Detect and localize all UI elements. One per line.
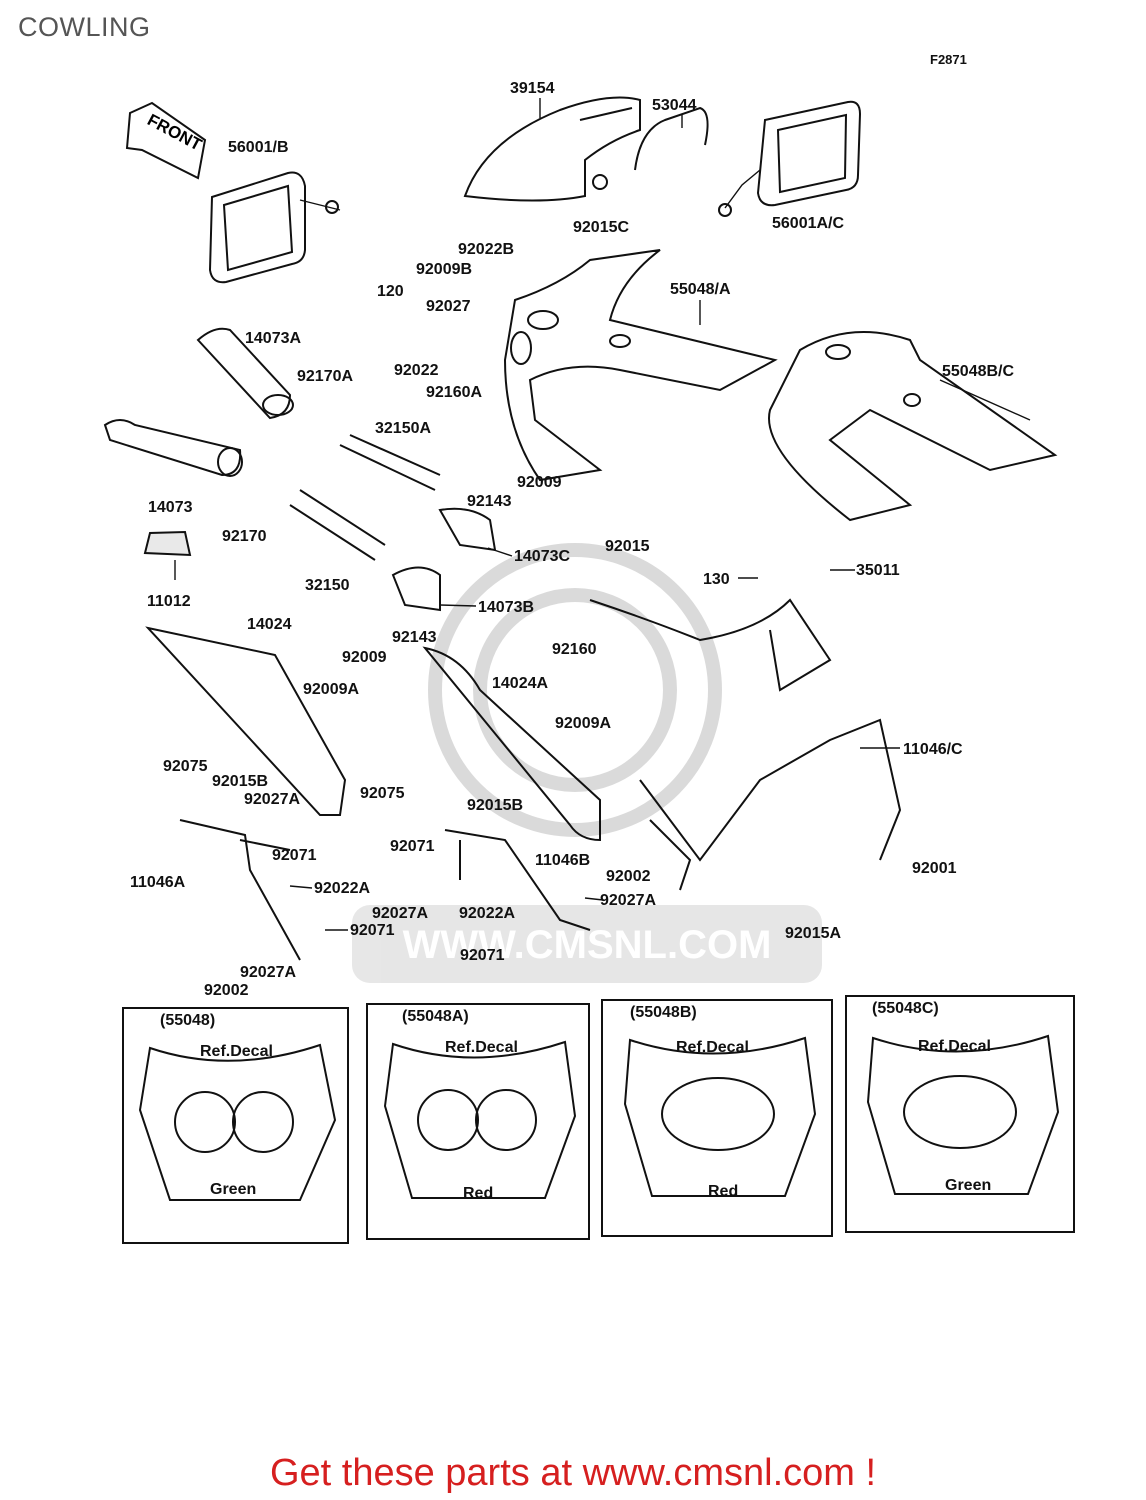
part-label: 120 [377, 283, 404, 300]
part-label: 11046B [535, 852, 590, 869]
part-label: 11012 [147, 593, 191, 610]
part-label: 92160 [552, 641, 597, 658]
part-label: 56001A/C [772, 215, 844, 232]
page-title: COWLING [18, 12, 151, 42]
part-label: 92160A [426, 384, 482, 401]
part-label: 92027A [600, 892, 656, 909]
part-label: 14073 [148, 499, 193, 516]
part-label: 92015A [785, 925, 841, 942]
part-label: 92075 [360, 785, 405, 802]
part-label: 92143 [392, 629, 437, 646]
part-label: 92071 [272, 847, 317, 864]
variant-box-55048a: (55048A) Ref.Decal Red [366, 1003, 590, 1240]
variant-color: Green [210, 1181, 256, 1198]
part-label: 92075 [163, 758, 208, 775]
part-label: 14024A [492, 675, 548, 692]
part-label: 14073A [245, 330, 301, 347]
part-label: 92022A [314, 880, 370, 897]
watermark-text: WWW.CMSNL.COM [403, 923, 772, 967]
part-labels: 39154 53044 56001/B 56001A/C 92015C 9202… [130, 80, 1014, 999]
front-arrow-icon: FRONT [125, 101, 207, 180]
part-label: 92015B [467, 797, 523, 814]
part-label: 130 [703, 571, 730, 588]
variant-ref: Ref.Decal [676, 1039, 749, 1056]
part-label: 92143 [467, 493, 512, 510]
variant-code: (55048A) [402, 1008, 469, 1025]
part-label: 14073C [514, 548, 570, 565]
windshield-trim [634, 106, 709, 171]
part-label: 35011 [856, 562, 900, 579]
mirror-right [718, 100, 862, 217]
side-cowling [768, 331, 1058, 522]
variant-ref: Ref.Decal [445, 1039, 518, 1056]
variant-code: (55048B) [630, 1004, 697, 1021]
part-label: 92022 [394, 362, 439, 379]
air-ducts [103, 327, 497, 612]
variant-box-55048b: (55048B) Ref.Decal Red [601, 999, 833, 1237]
part-label: 92009A [303, 681, 359, 698]
part-label: 92002 [606, 868, 651, 885]
part-label: 92015B [212, 773, 268, 790]
variant-box-55048c: (55048C) Ref.Decal Green [845, 995, 1075, 1233]
variant-color: Red [463, 1185, 493, 1202]
windshield [463, 96, 641, 202]
part-label: 14024 [247, 616, 292, 633]
part-label: 92170 [222, 528, 267, 545]
part-label: 92027A [372, 905, 428, 922]
part-label: 92009B [416, 261, 472, 278]
mirror-left [208, 171, 341, 284]
part-label: 32150 [305, 577, 350, 594]
part-label: 92071 [350, 922, 395, 939]
part-label: 53044 [652, 97, 697, 114]
part-label: 55048/A [670, 281, 731, 298]
part-label: 92022B [458, 241, 514, 258]
footer-link[interactable]: Get these parts at www.cmsnl.com ! [269, 1452, 877, 1494]
part-label: 14073B [478, 599, 534, 616]
variant-color: Green [945, 1177, 991, 1194]
variant-code: (55048) [160, 1012, 215, 1029]
part-label: 11046A [130, 874, 186, 891]
variant-code: (55048C) [872, 1000, 939, 1017]
part-label: 11046/C [903, 741, 963, 758]
variant-ref: Ref.Decal [200, 1043, 273, 1060]
side-panels [145, 626, 601, 842]
variant-box-55048: (55048) Ref.Decal Green [122, 1007, 349, 1244]
part-label: 55048B/C [942, 363, 1014, 380]
part-label: 92002 [204, 982, 249, 999]
part-label: 92001 [912, 860, 957, 877]
part-label: 56001/B [228, 139, 289, 156]
figure-code: F2871 [930, 52, 967, 67]
variant-color: Red [708, 1183, 738, 1200]
part-label: 92009 [342, 649, 387, 666]
stays [179, 598, 902, 961]
part-label: 92027A [240, 964, 296, 981]
part-label: 92071 [390, 838, 435, 855]
part-label: 92071 [460, 947, 505, 964]
upper-cowling [503, 249, 778, 482]
part-label: 39154 [510, 80, 555, 97]
part-label: 92009A [555, 715, 611, 732]
part-label: 92027A [244, 791, 300, 808]
part-label: 92027 [426, 298, 471, 315]
part-label: 32150A [375, 420, 431, 437]
part-label: 92015 [605, 538, 650, 555]
part-label: 92015C [573, 219, 629, 236]
part-label: 92009 [517, 474, 562, 491]
part-label: 92022A [459, 905, 515, 922]
variant-boxes: (55048) Ref.Decal Green (55048A) Ref.Dec… [122, 995, 1075, 1244]
grommet [592, 174, 608, 190]
leader-lines [174, 98, 1031, 931]
part-label: 92170A [297, 368, 353, 385]
front-label: FRONT [144, 110, 205, 155]
